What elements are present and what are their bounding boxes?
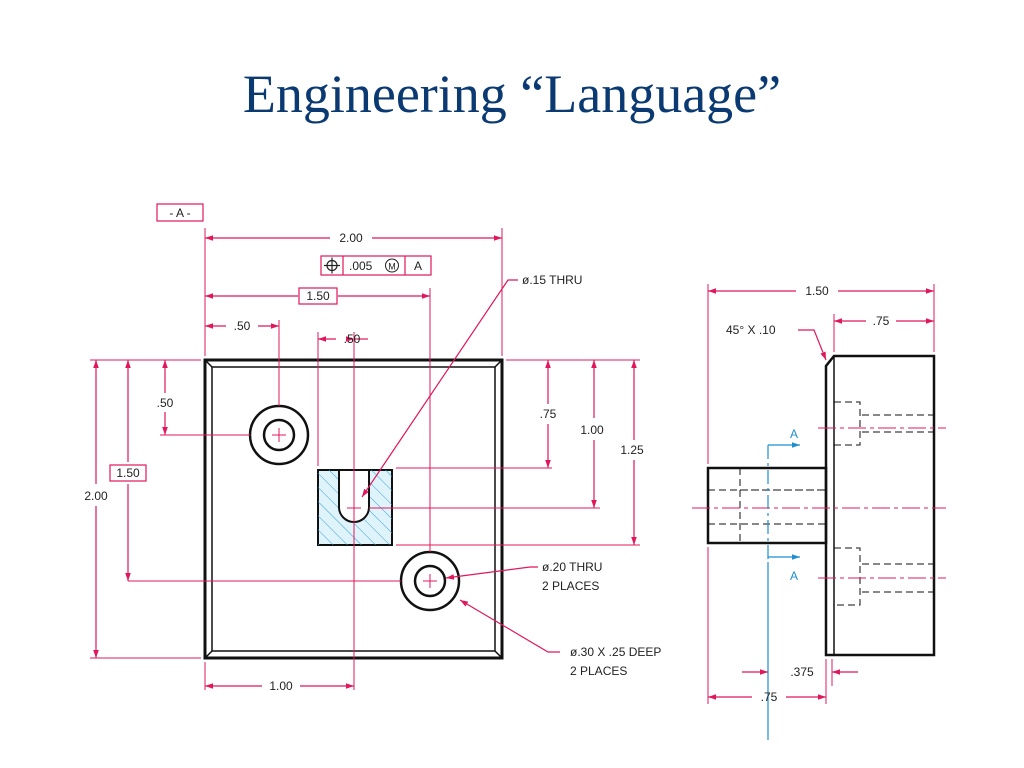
svg-text:M: M: [388, 262, 396, 272]
dim-basic-x: 1.50: [306, 289, 330, 303]
side-view: A A 1.50 .75 45° X .10 .375 .75: [692, 284, 946, 740]
dim-hole-x: .50: [234, 319, 251, 333]
datum-label: - A -: [169, 206, 190, 220]
callout-thru-large: ø.20 THRU: [542, 560, 602, 574]
side-dim-overall: 1.50: [805, 284, 829, 298]
svg-text:A: A: [414, 259, 422, 273]
front-view: - A - .005 M A 2.00 1.50 .50 .50 .50 1.5…: [84, 203, 661, 693]
svg-text:.005: .005: [349, 259, 373, 273]
side-dim-chamfer: 45° X .10: [726, 323, 776, 337]
dim-slot-center: 1.00: [580, 423, 604, 437]
callout-thru-small: ø.15 THRU: [522, 273, 582, 287]
callout-cbore-qty: 2 PLACES: [570, 664, 627, 678]
side-dim-bottom: .75: [761, 690, 778, 704]
callout-cbore: ø.30 X .25 DEEP: [570, 645, 661, 659]
cutting-plane: [767, 442, 800, 740]
dim-slot-top: .75: [540, 407, 557, 421]
datum-frame: [156, 203, 204, 222]
dim-slot-width: .50: [344, 332, 361, 346]
dim-basic-y: 1.50: [116, 466, 140, 480]
dim-bottom-hole-x: 1.00: [269, 679, 293, 693]
dim-slot-bottom: 1.25: [620, 443, 644, 457]
section-label-bottom: A: [790, 569, 798, 583]
side-shaft-outline: [706, 466, 828, 545]
side-dim-body: .75: [873, 314, 890, 328]
dim-overall-height: 2.00: [84, 489, 108, 503]
side-dim-shaft: .375: [790, 665, 814, 679]
slide-title: Engineering “Language”: [242, 64, 782, 124]
side-body-outline: [824, 354, 936, 657]
section-label-top: A: [790, 427, 798, 441]
mmc-modifier-icon: [385, 258, 399, 273]
dim-overall-width: 2.00: [339, 231, 363, 245]
dim-hole-y: .50: [157, 396, 174, 410]
feature-control-frame: .005 M A: [320, 255, 432, 276]
callout-thru-large-qty: 2 PLACES: [542, 579, 599, 593]
position-symbol-icon: [324, 257, 340, 274]
